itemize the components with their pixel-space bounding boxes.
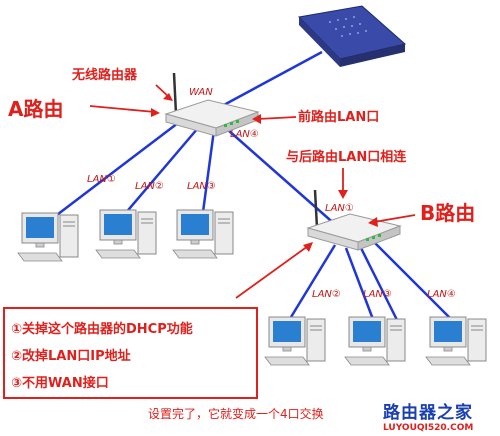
cable-a-lan2 bbox=[123, 127, 199, 216]
label-b-lan4: LAN④ bbox=[427, 289, 456, 300]
instruction-change-lan-ip: ②改掉LAN口IP地址 bbox=[11, 349, 131, 364]
cable-a-lan4-to-b bbox=[227, 129, 339, 228]
cable-b-lan4 bbox=[371, 239, 455, 323]
label-b-lan2: LAN② bbox=[312, 289, 341, 300]
computer-b2 bbox=[264, 316, 326, 366]
computer-b3 bbox=[344, 316, 406, 366]
label-a-lan4: LAN④ bbox=[230, 129, 259, 140]
router-a bbox=[165, 72, 259, 137]
label-a-lan2: LAN② bbox=[135, 181, 164, 192]
cables bbox=[44, 50, 455, 323]
watermark-logo: 路由器之家 LUYOUQI520.COM bbox=[383, 398, 495, 433]
cable-b-lan2 bbox=[344, 247, 376, 323]
footer-note: 设置完了，它就变成一个4口交换 bbox=[148, 407, 324, 421]
instruction-no-wan: ③不用WAN接口 bbox=[11, 376, 109, 391]
cable-a-lan3 bbox=[201, 129, 216, 213]
label-wireless-router: 无线路由器 bbox=[72, 68, 138, 83]
label-b-lan3: LAN③ bbox=[363, 289, 392, 300]
computer-b4 bbox=[425, 316, 487, 366]
router-b bbox=[307, 189, 401, 251]
computer-a1 bbox=[17, 212, 79, 262]
computer-a2 bbox=[95, 209, 157, 259]
watermark-url: LUYOUQI520.COM bbox=[383, 423, 474, 433]
label-front-router-lan: 前路由LAN口 bbox=[298, 110, 380, 125]
label-a-lan3: LAN③ bbox=[187, 181, 216, 192]
computer-a3 bbox=[172, 209, 234, 259]
label-router-a: A路由 bbox=[8, 97, 64, 121]
label-wan-port: WAN bbox=[189, 87, 213, 98]
label-a-lan1: LAN① bbox=[87, 174, 116, 185]
instruction-disable-dhcp: ①关掉这个路由器的DHCP功能 bbox=[11, 322, 193, 337]
label-b-lan1: LAN① bbox=[325, 203, 354, 214]
label-router-b: B路由 bbox=[420, 201, 476, 225]
cable-b-lan3 bbox=[358, 245, 400, 323]
label-connect-rear-lan: 与后路由LAN口相连 bbox=[286, 150, 407, 165]
annotation-arrows bbox=[89, 84, 416, 299]
watermark-name: 路由器之家 bbox=[383, 403, 473, 423]
cable-modem-wan bbox=[208, 50, 323, 115]
cable-b-lan1 bbox=[286, 244, 337, 323]
cable-a-lan1 bbox=[44, 122, 179, 225]
modem bbox=[297, 5, 407, 67]
instruction-box: ①关掉这个路由器的DHCP功能 ②改掉LAN口IP地址 ③不用WAN接口 bbox=[3, 307, 258, 399]
